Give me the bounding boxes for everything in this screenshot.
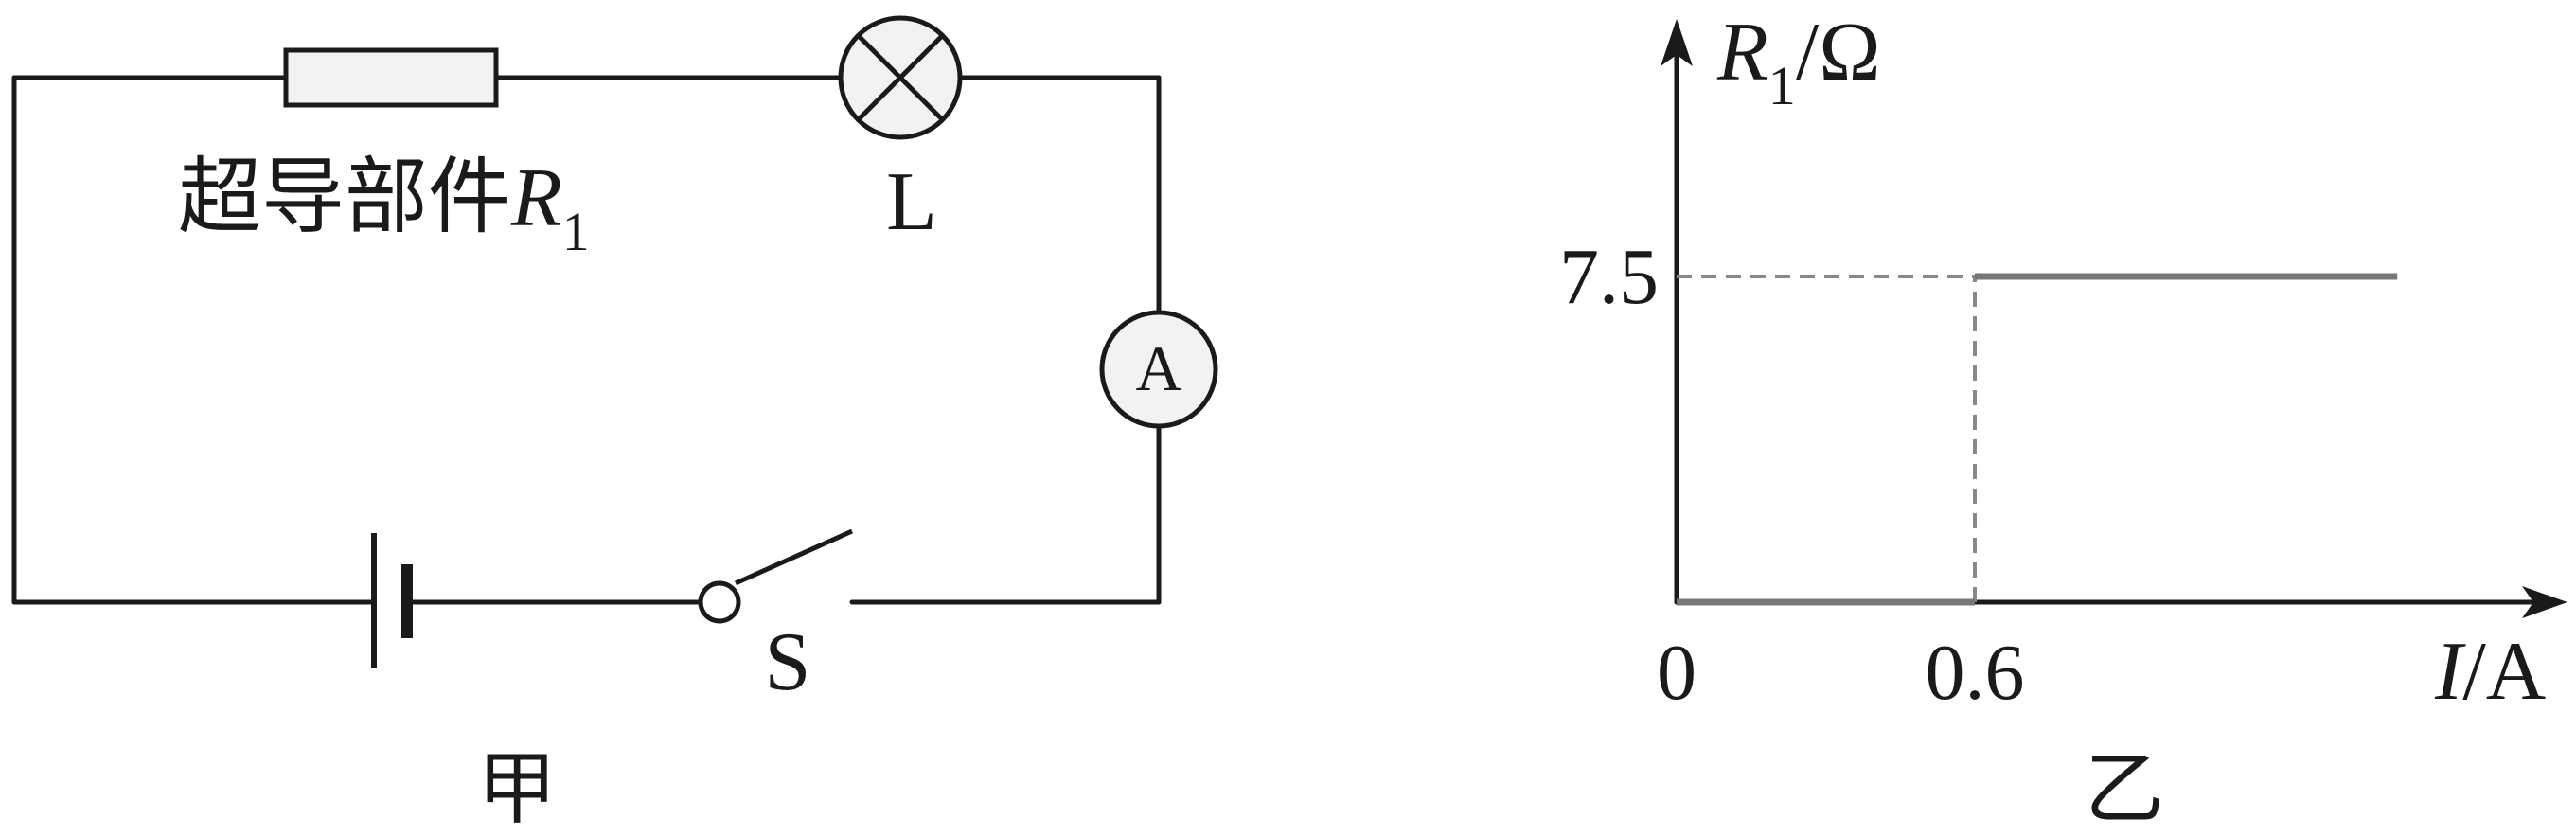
y-tick-label: 7.5 [1559,233,1659,321]
origin-label: 0 [1657,629,1697,717]
circuit-diagram: A 超导部件R1 L S 甲 [11,15,1218,834]
ammeter-label: A [1135,332,1181,404]
resistor-label: 超导部件R1 [178,152,590,262]
graph: R1/Ω I/A 0 0.6 7.5 乙 [1559,7,2567,834]
lamp-label: L [886,156,937,248]
x-axis-arrow-icon [2522,586,2567,618]
battery-icon [371,533,413,668]
x-tick-label: 0.6 [1926,629,2025,717]
ammeter-icon [1099,310,1218,429]
y-axis-arrow-icon [1661,19,1693,66]
graph-caption: 乙 [2085,746,2164,834]
switch-label: S [765,616,811,708]
guide-lines [1677,275,1977,602]
data-series [1677,273,2398,606]
y-axis-label: R1/Ω [1716,7,1881,116]
switch-icon [698,528,854,624]
resistor-r1 [283,47,499,108]
circuit-caption: 甲 [477,746,557,834]
x-axis-label: I/A [2434,626,2546,718]
lamp-icon [838,15,963,140]
